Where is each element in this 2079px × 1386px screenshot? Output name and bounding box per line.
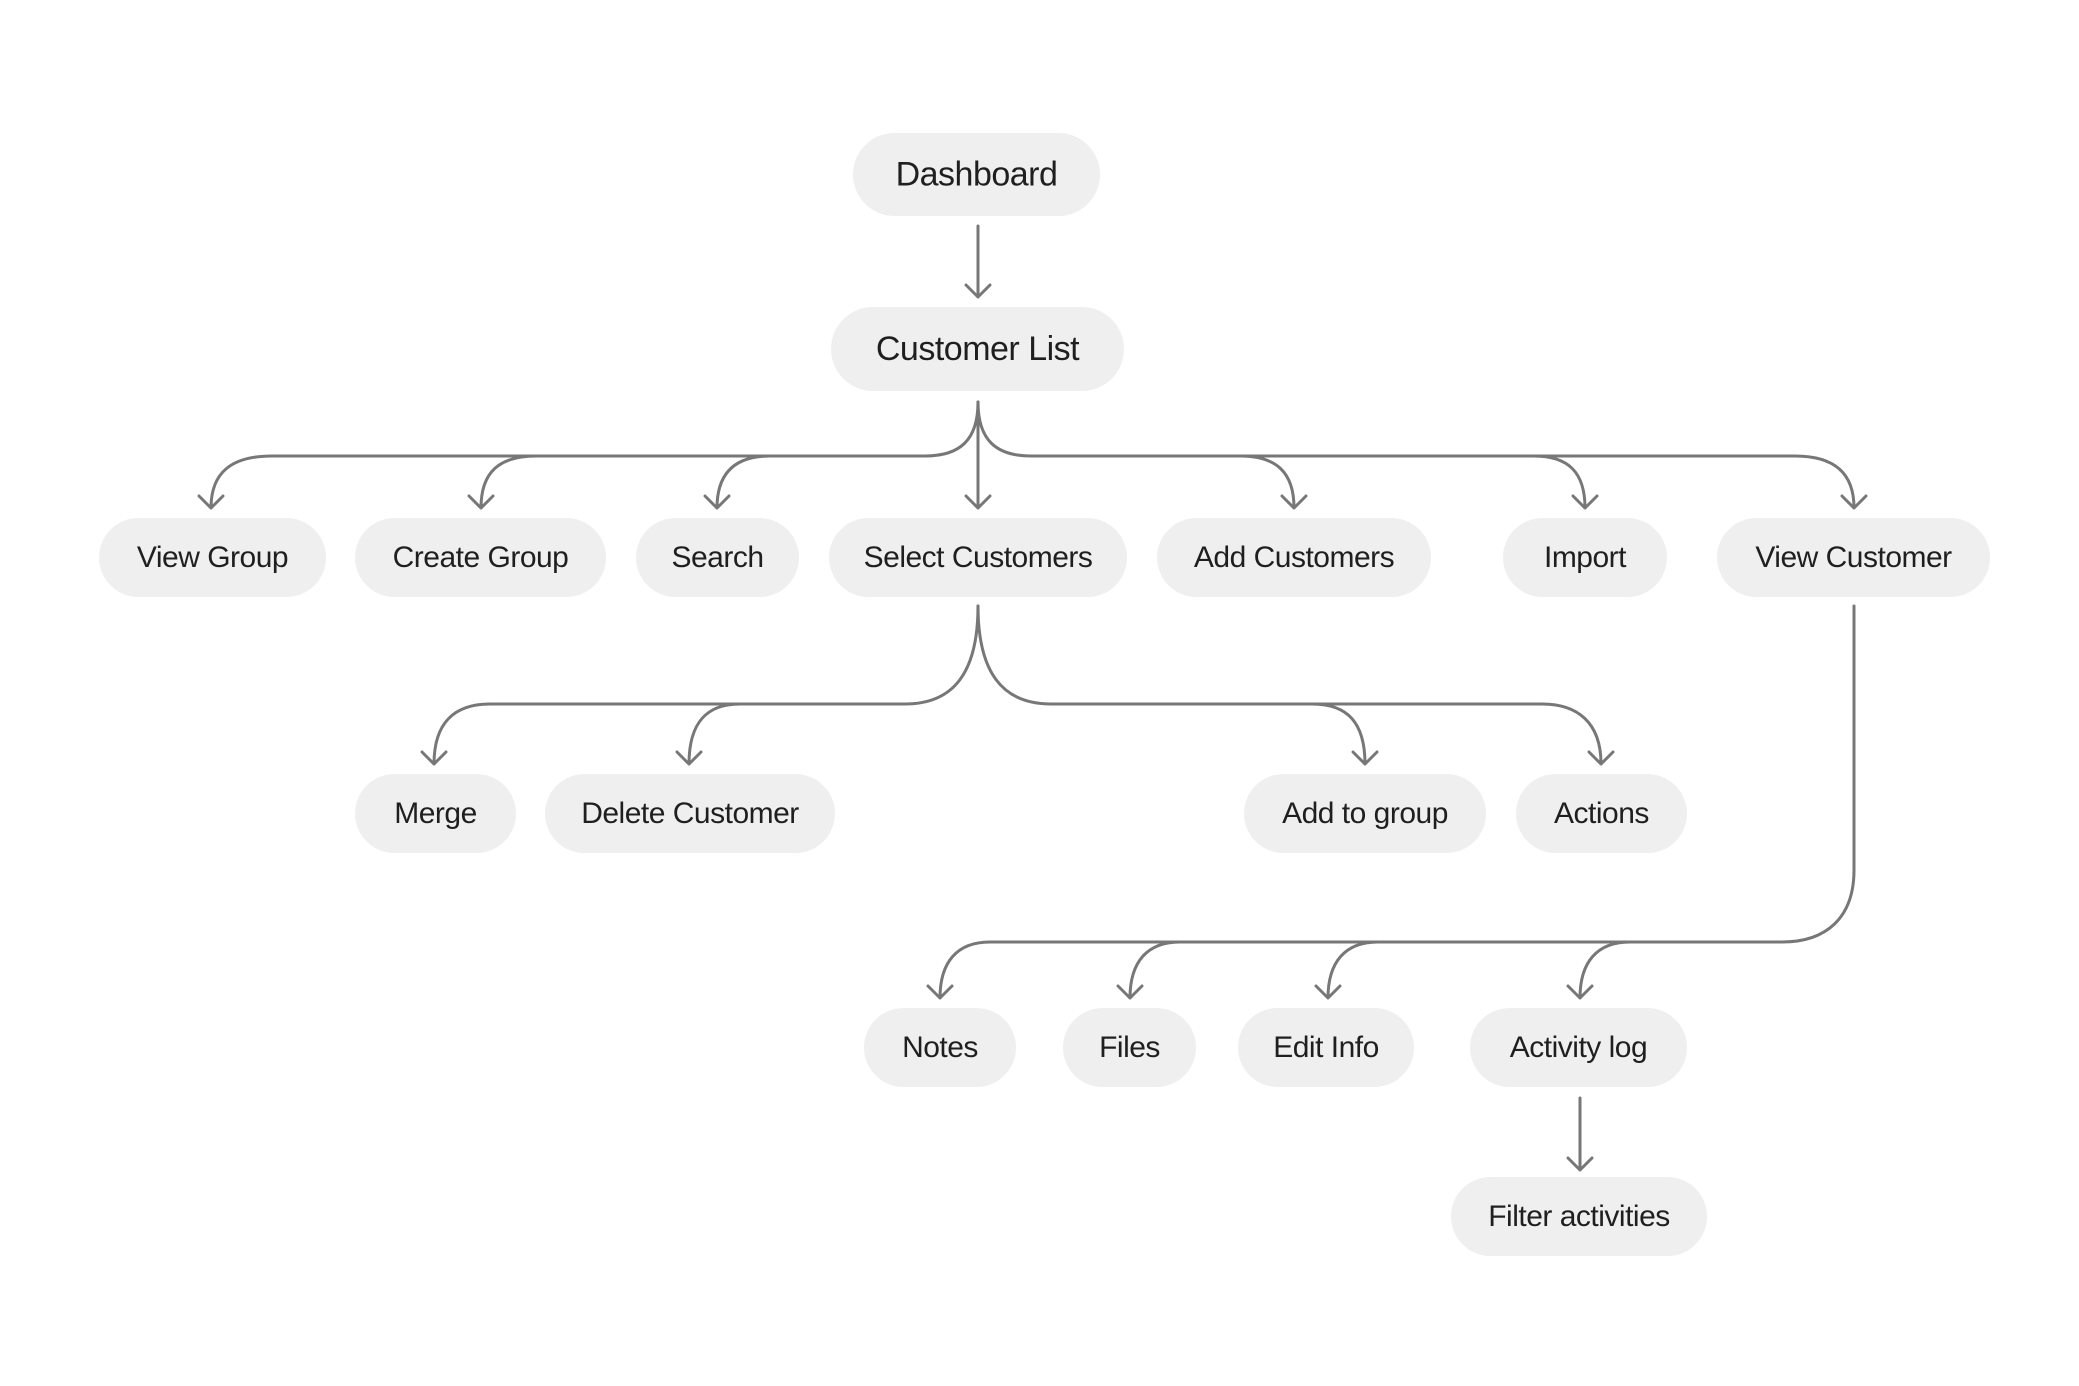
node-edit-info: Edit Info — [1238, 1008, 1414, 1087]
node-filter-activities-label: Filter activities — [1488, 1200, 1670, 1233]
node-merge-label: Merge — [394, 797, 477, 830]
node-merge: Merge — [355, 774, 516, 853]
node-activity-log: Activity log — [1470, 1008, 1687, 1087]
edge-activity-log-to-filter-activities — [1566, 1096, 1594, 1172]
node-customer-list-label: Customer List — [876, 330, 1080, 368]
node-notes: Notes — [864, 1008, 1016, 1087]
node-view-customer: View Customer — [1717, 518, 1990, 597]
node-delete-customer: Delete Customer — [545, 774, 835, 853]
edge-to-delete-customer — [675, 702, 742, 766]
edge-customer-list-right-trunk — [976, 400, 1797, 458]
node-customer-list: Customer List — [831, 307, 1124, 391]
node-view-group: View Group — [99, 518, 326, 597]
edge-to-view-group — [197, 454, 274, 510]
node-search: Search — [636, 518, 799, 597]
node-files: Files — [1063, 1008, 1196, 1087]
node-actions-label: Actions — [1554, 797, 1649, 830]
node-view-customer-label: View Customer — [1755, 541, 1952, 574]
node-create-group: Create Group — [355, 518, 606, 597]
node-view-group-label: View Group — [137, 541, 288, 574]
edge-to-merge — [420, 702, 492, 766]
node-actions: Actions — [1516, 774, 1687, 853]
node-delete-customer-label: Delete Customer — [581, 797, 799, 830]
edge-to-actions — [1540, 702, 1615, 766]
node-notes-label: Notes — [902, 1031, 978, 1064]
edge-to-view-customer — [1793, 454, 1868, 510]
edge-to-select-customers — [964, 400, 992, 510]
edge-select-customers-right-trunk — [976, 604, 1544, 706]
node-select-customers-label: Select Customers — [864, 541, 1093, 574]
node-dashboard-label: Dashboard — [896, 156, 1058, 194]
node-import: Import — [1503, 518, 1667, 597]
edge-to-files — [1116, 940, 1182, 1000]
edge-to-create-group — [467, 454, 539, 510]
node-add-to-group-label: Add to group — [1282, 797, 1448, 830]
edge-dashboard-to-customer-list — [964, 224, 992, 299]
edge-to-notes — [926, 940, 992, 1000]
node-search-label: Search — [671, 541, 763, 574]
node-add-to-group: Add to group — [1244, 774, 1486, 853]
edge-view-customer-trunk — [988, 604, 1856, 944]
node-filter-activities: Filter activities — [1451, 1177, 1707, 1256]
edge-to-search — [703, 454, 772, 510]
nodes: Dashboard Customer List View Group Creat… — [99, 133, 1990, 1256]
node-select-customers: Select Customers — [829, 518, 1127, 597]
node-dashboard: Dashboard — [853, 133, 1100, 216]
edges — [197, 224, 1868, 1172]
edge-to-add-to-group — [1310, 702, 1379, 766]
node-create-group-label: Create Group — [393, 541, 569, 574]
edge-customer-list-left-trunk — [270, 400, 980, 458]
edge-select-customers-left-trunk — [488, 604, 980, 706]
edge-to-activity-log — [1566, 940, 1632, 1000]
edge-to-edit-info — [1314, 940, 1380, 1000]
edge-to-add-customers — [1238, 454, 1308, 510]
node-add-customers-label: Add Customers — [1194, 541, 1394, 574]
edge-to-import — [1532, 454, 1599, 510]
node-activity-log-label: Activity log — [1510, 1031, 1647, 1064]
node-edit-info-label: Edit Info — [1273, 1031, 1379, 1064]
node-files-label: Files — [1099, 1031, 1160, 1064]
node-add-customers: Add Customers — [1157, 518, 1431, 597]
node-import-label: Import — [1544, 541, 1627, 574]
